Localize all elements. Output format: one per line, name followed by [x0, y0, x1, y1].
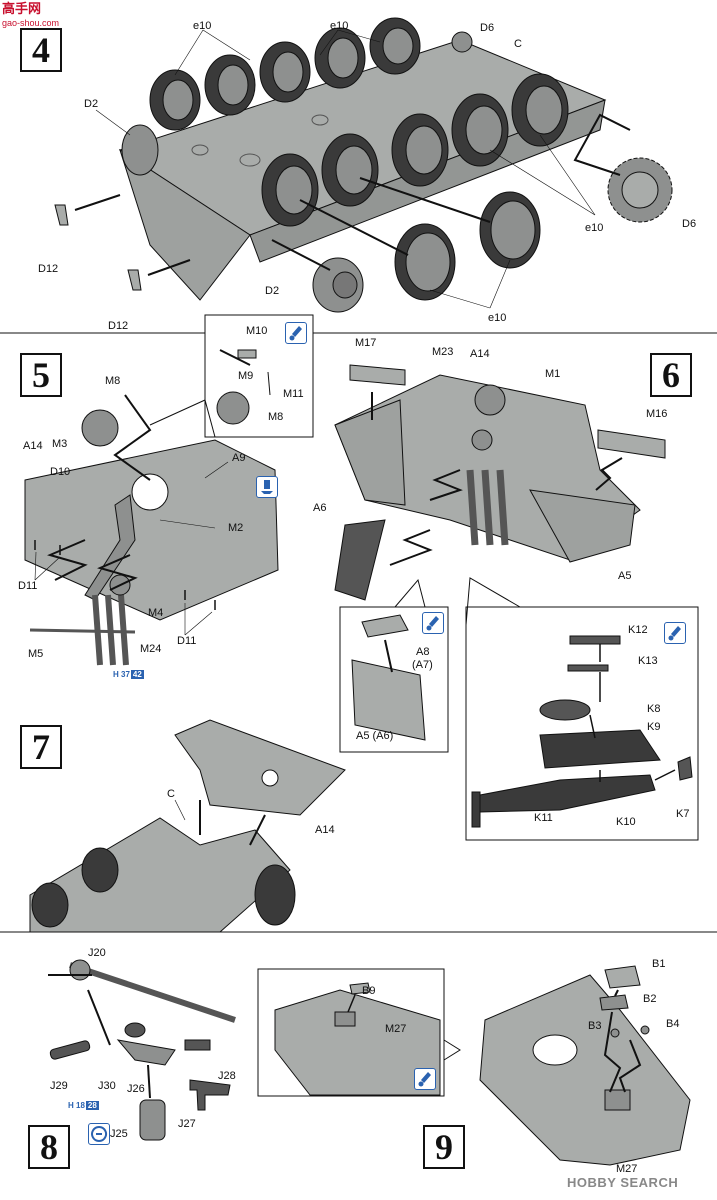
- part-label: K11: [534, 812, 553, 824]
- part-label: M11: [283, 388, 304, 400]
- part-label: M9: [238, 370, 254, 382]
- part-label: K7: [676, 808, 690, 820]
- part-label: M3: [52, 438, 68, 450]
- part-label: J28: [218, 1070, 236, 1082]
- step-number-8: 8: [28, 1125, 70, 1169]
- hobby-search-watermark: HOBBY SEARCH: [567, 1175, 679, 1190]
- part-label: (A7): [412, 659, 433, 671]
- part-label: M27: [385, 1023, 407, 1035]
- logo-subtext: gao-shou.com: [2, 18, 60, 28]
- step4-drawing: [54, 17, 673, 313]
- part-label: D12: [108, 320, 129, 332]
- part-label: J26: [127, 1083, 145, 1095]
- part-label: J20: [88, 947, 106, 959]
- step-number-7: 7: [20, 725, 62, 769]
- logo-text: 高手网: [2, 1, 42, 16]
- part-label: M5: [28, 648, 44, 660]
- paint-brush-icon: [422, 612, 444, 634]
- part-label: M8: [105, 375, 121, 387]
- part-label: K10: [616, 816, 636, 828]
- part-label: M10: [246, 325, 268, 337]
- step-number-6: 6: [650, 353, 692, 397]
- part-label: K9: [647, 721, 661, 733]
- part-label: D2: [265, 285, 280, 297]
- part-label: e10: [330, 20, 349, 32]
- glue-icon: [88, 1123, 110, 1145]
- part-label: D6: [682, 218, 697, 230]
- part-label: J25: [110, 1128, 128, 1140]
- part-label: B2: [643, 993, 657, 1005]
- part-label: J29: [50, 1080, 68, 1092]
- step5-drawing: [24, 349, 279, 666]
- part-label: A6: [313, 502, 327, 514]
- paint-brush-icon: [285, 322, 307, 344]
- part-label: D2: [84, 98, 99, 110]
- paint-brush-icon: [414, 1068, 436, 1090]
- part-label: M27: [616, 1163, 638, 1175]
- part-label: e10: [193, 20, 212, 32]
- part-label: C: [167, 788, 175, 800]
- part-label: A14: [470, 348, 490, 360]
- step7-drawing: [29, 719, 346, 933]
- part-label: M16: [646, 408, 668, 420]
- part-label: D11: [177, 635, 197, 647]
- part-label: A9: [232, 452, 246, 464]
- paint-brush-icon: [664, 622, 686, 644]
- part-label: B9: [362, 985, 376, 997]
- part-label: K8: [647, 703, 661, 715]
- part-label: M8: [268, 411, 284, 423]
- part-label: J30: [98, 1080, 116, 1092]
- part-label: M4: [148, 607, 164, 619]
- part-label: K13: [638, 655, 658, 667]
- part-label: A14: [315, 824, 335, 836]
- part-label: A5: [618, 570, 632, 582]
- part-label: B1: [652, 958, 666, 970]
- part-label: D12: [38, 263, 59, 275]
- site-logo: 高手网 gao-shou.com: [2, 2, 59, 30]
- part-label: D10: [50, 466, 71, 478]
- part-label: A8: [416, 646, 430, 658]
- part-label: M17: [355, 337, 377, 349]
- part-label: A14: [23, 440, 43, 452]
- step8-drawing: [48, 959, 236, 1141]
- step9-drawing: [274, 965, 691, 1166]
- part-label: e10: [585, 222, 604, 234]
- step-number-5: 5: [20, 353, 62, 397]
- part-label: K12: [628, 624, 648, 636]
- part-label: C: [514, 38, 522, 50]
- glue-icon: [256, 476, 278, 498]
- part-label: M24: [140, 643, 162, 655]
- part-label: M1: [545, 368, 561, 380]
- step-number-4: 4: [20, 28, 62, 72]
- part-label: A5 (A6): [356, 730, 394, 742]
- step6-drawing: [334, 364, 693, 828]
- part-label: M2: [228, 522, 244, 534]
- part-label: D6: [480, 22, 495, 34]
- step-number-9: 9: [423, 1125, 465, 1169]
- part-label: B3: [588, 1020, 602, 1032]
- part-label: e10: [488, 312, 507, 324]
- part-label: J27: [178, 1118, 196, 1130]
- part-label: B4: [666, 1018, 680, 1030]
- part-label: D11: [18, 580, 38, 592]
- part-label: M23: [432, 346, 454, 358]
